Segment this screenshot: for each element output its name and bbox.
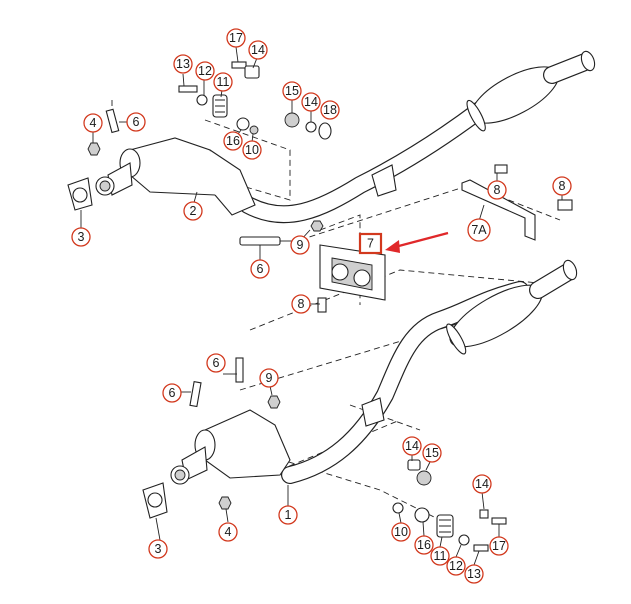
upper-pipe-assembly — [239, 50, 596, 224]
callout-12-top-label: 12 — [198, 64, 212, 78]
callout-3-low: 3 — [148, 539, 168, 559]
callout-6-mid-label: 6 — [257, 262, 264, 276]
callout-6-low2: 6 — [162, 383, 182, 403]
callout-6-low1-label: 6 — [213, 356, 220, 370]
right-bracket — [461, 164, 573, 241]
upper-hardware-stack — [178, 61, 332, 140]
support-bracket — [317, 244, 386, 313]
callout-14b-top-label: 14 — [304, 95, 318, 109]
callout-11-top: 11 — [213, 72, 233, 92]
callout-6-low1: 6 — [206, 353, 226, 373]
callout-10-low: 10 — [391, 522, 411, 542]
callout-14-low1-label: 14 — [405, 439, 419, 453]
callout-2: 2 — [183, 201, 203, 221]
callout-2-label: 2 — [190, 204, 197, 218]
callout-6-top-label: 6 — [133, 115, 140, 129]
callout-1: 1 — [278, 505, 298, 525]
callouts: 17 14 13 12 11 16 10 15 14 18 4 6 2 3 9 … — [71, 28, 572, 584]
callout-7-label: 7 — [367, 237, 374, 251]
callout-12-top: 12 — [195, 61, 215, 81]
middle-nut — [310, 220, 324, 232]
lower-hardware-stack — [392, 459, 507, 552]
callout-9-top: 9 — [290, 235, 310, 255]
callout-16-low: 16 — [414, 535, 434, 555]
callout-12-low: 12 — [446, 556, 466, 576]
middle-oxygen-sensor — [239, 236, 292, 246]
callout-14-low2: 14 — [472, 474, 492, 494]
callout-15-low-label: 15 — [425, 446, 439, 460]
lower-pipe-assembly — [281, 259, 578, 484]
callout-16-top: 16 — [223, 131, 243, 151]
callout-8-left-label: 8 — [298, 297, 305, 311]
upper-oxygen-sensor — [105, 100, 120, 134]
callout-9-top-label: 9 — [297, 238, 304, 252]
callout-10-low-label: 10 — [394, 525, 408, 539]
callout-4-low-label: 4 — [225, 525, 232, 539]
callout-13-low-label: 13 — [467, 567, 481, 581]
callout-14-top-label: 14 — [251, 43, 265, 57]
callout-16-low-label: 16 — [417, 538, 431, 552]
callout-12-low-label: 12 — [449, 559, 463, 573]
callout-11-low: 11 — [430, 546, 450, 566]
callout-6-top: 6 — [126, 112, 146, 132]
callout-7-highlighted: 7 — [358, 232, 383, 255]
callout-3-top-label: 3 — [78, 230, 85, 244]
upper-nut — [87, 142, 101, 156]
callout-16-top-label: 16 — [226, 134, 240, 148]
callout-14-low1: 14 — [402, 436, 422, 456]
callout-6-mid: 6 — [250, 259, 270, 279]
callout-1-label: 1 — [285, 508, 292, 522]
callout-18-top-label: 18 — [323, 103, 337, 117]
callout-15-top: 15 — [282, 81, 302, 101]
callout-15-low: 15 — [422, 443, 442, 463]
callout-10-top: 10 — [242, 140, 262, 160]
callout-4-top: 4 — [83, 113, 103, 133]
callout-17-top-label: 17 — [229, 31, 243, 45]
callout-18-top: 18 — [320, 100, 340, 120]
callout-9-low: 9 — [259, 368, 279, 388]
callout-15-top-label: 15 — [285, 84, 299, 98]
lower-oxygen-sensors — [189, 357, 281, 510]
callout-4-low: 4 — [218, 522, 238, 542]
upper-flange — [67, 177, 93, 211]
callout-3-low-label: 3 — [155, 542, 162, 556]
callout-4-top-label: 4 — [90, 116, 97, 130]
callout-14-top: 14 — [248, 40, 268, 60]
callout-17-low-label: 17 — [492, 539, 506, 553]
callout-17-top: 17 — [226, 28, 246, 48]
callout-11-top-label: 11 — [217, 75, 230, 89]
upper-catalytic-converter — [95, 137, 256, 216]
callout-8-right1: 8 — [487, 180, 507, 200]
callout-13-top-label: 13 — [176, 57, 190, 71]
lower-catalytic-converter — [142, 409, 291, 519]
callout-14b-top: 14 — [301, 92, 321, 112]
callout-17-low: 17 — [489, 536, 509, 556]
callout-7A-label: 7A — [471, 223, 487, 237]
callout-10-top-label: 10 — [245, 143, 259, 157]
highlight-arrow — [385, 231, 449, 253]
callout-9-low-label: 9 — [266, 371, 273, 385]
callout-8-right2-label: 8 — [559, 179, 566, 193]
callout-3-top: 3 — [71, 227, 91, 247]
callout-13-low: 13 — [464, 564, 484, 584]
callout-8-right1-label: 8 — [494, 183, 501, 197]
callout-14-low2-label: 14 — [475, 477, 489, 491]
callout-8-right2: 8 — [552, 176, 572, 196]
callout-8-left: 8 — [291, 294, 311, 314]
callout-13-top: 13 — [173, 54, 193, 74]
callout-11-low-label: 11 — [434, 549, 447, 563]
callout-6-low2-label: 6 — [169, 386, 176, 400]
callout-7A: 7A — [467, 218, 491, 242]
